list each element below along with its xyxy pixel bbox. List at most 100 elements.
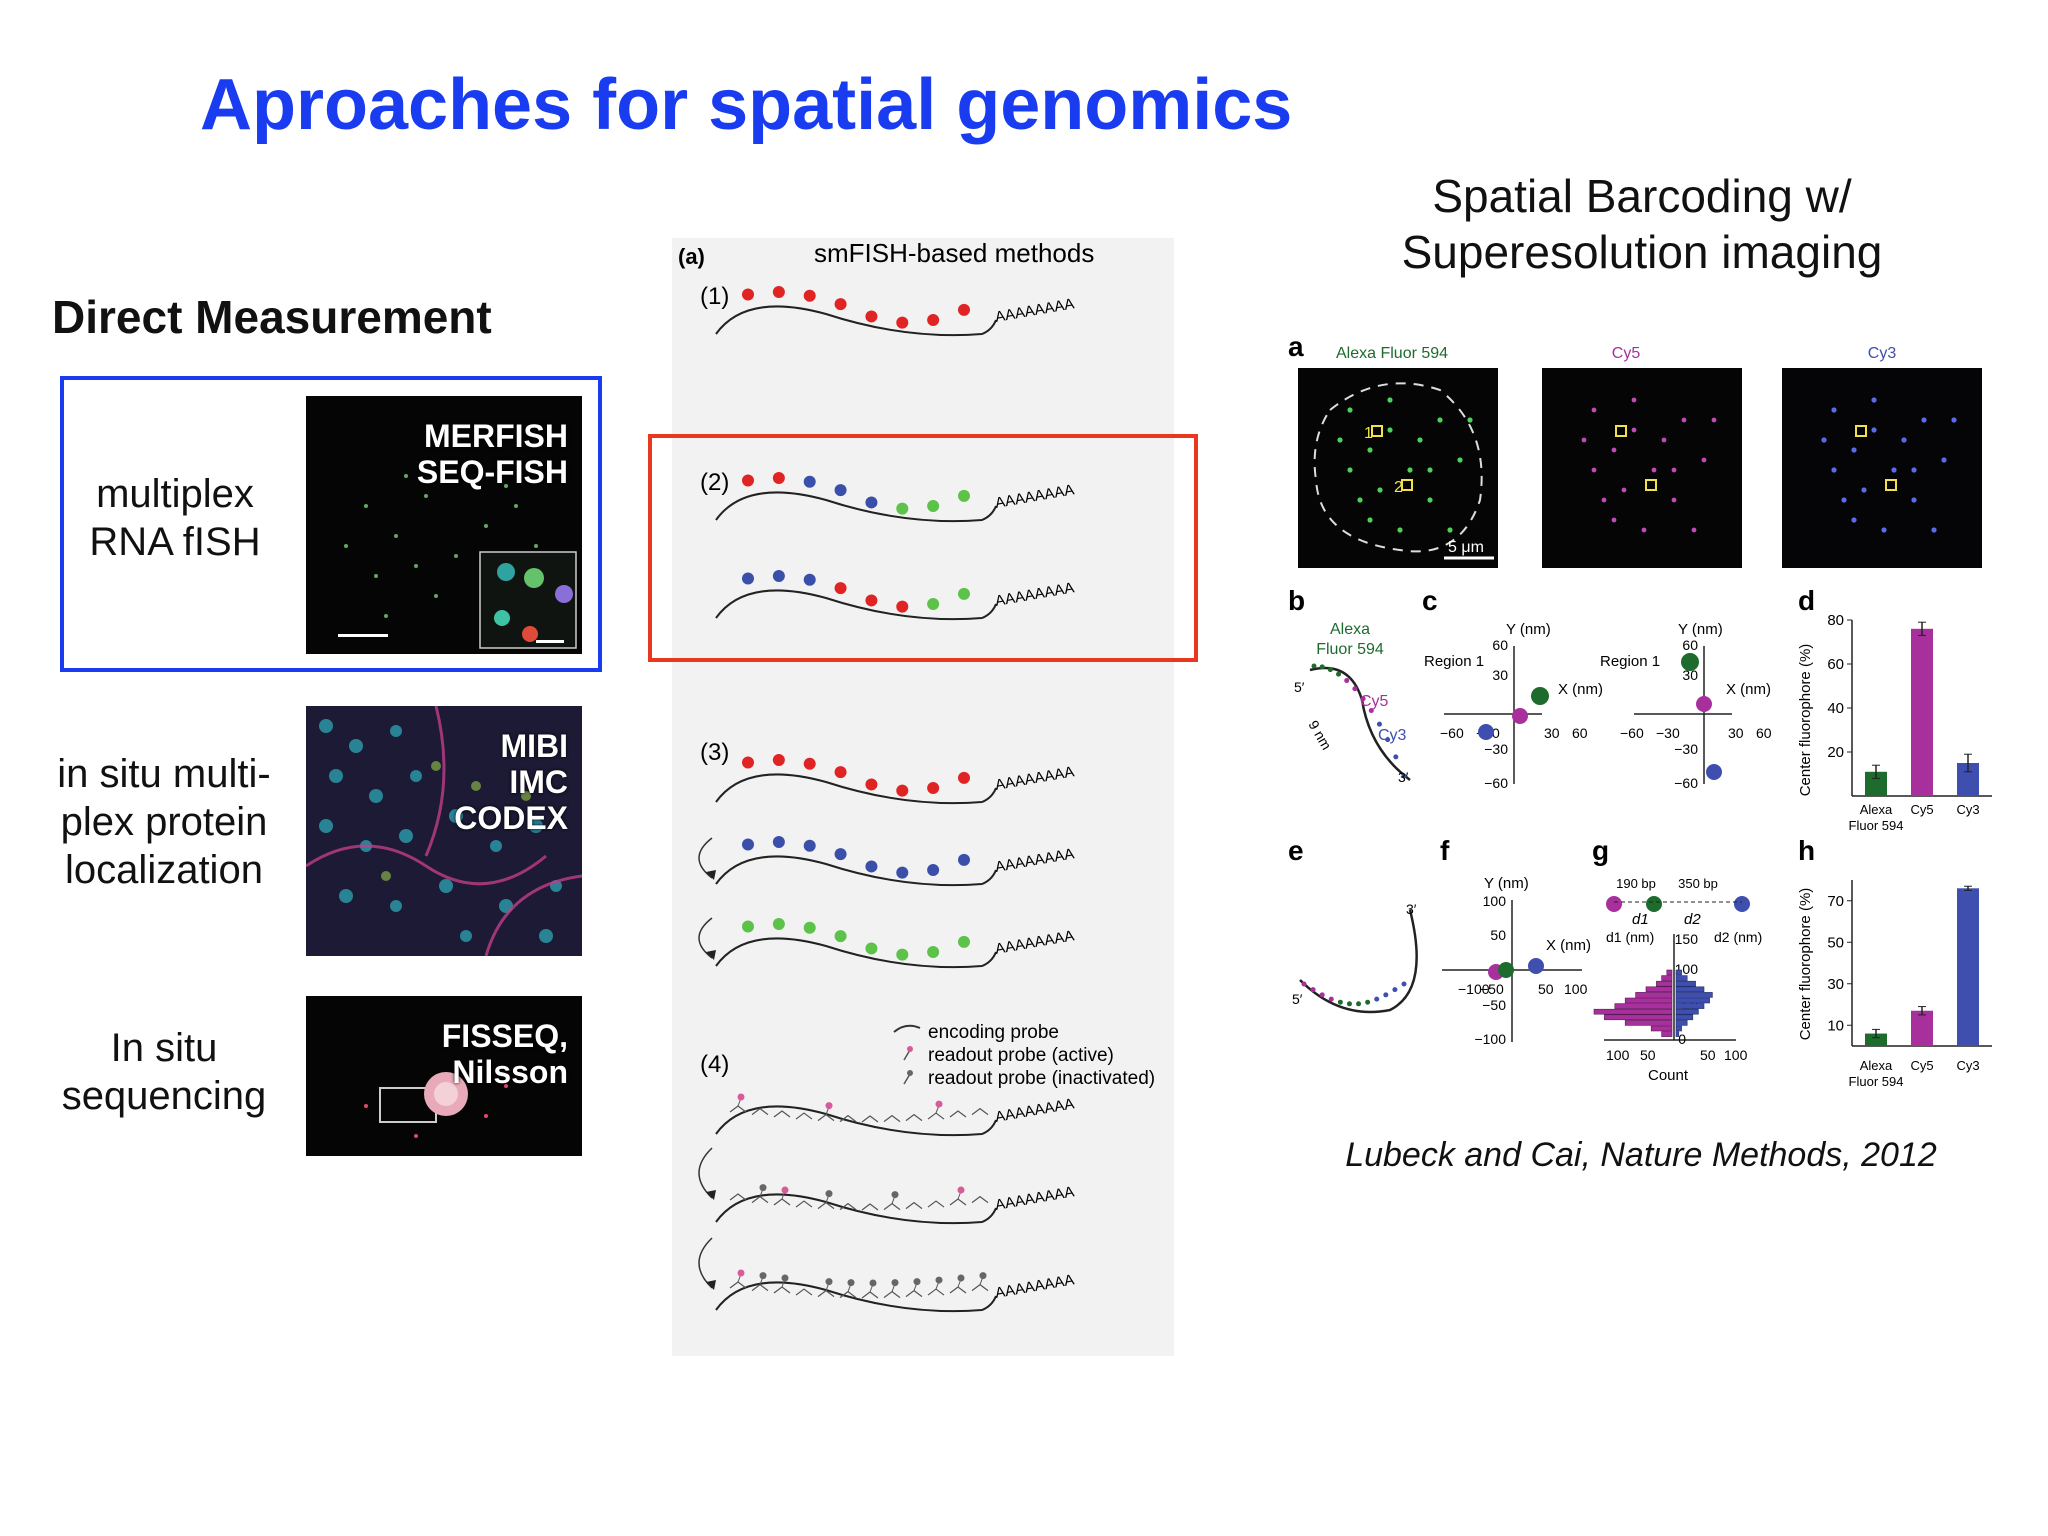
- fish-probe-dot: [742, 572, 754, 585]
- citation: Lubeck and Cai, Nature Methods, 2012: [1345, 1136, 1937, 1174]
- bar-ytick: 50: [1827, 934, 1844, 951]
- fish-probe-dot: [742, 920, 754, 933]
- cy3-spot: [1841, 497, 1847, 503]
- cy5-spot: [1681, 417, 1687, 423]
- fish-probe-dot: [927, 864, 940, 877]
- svg-text:Region 1: Region 1: [1424, 653, 1484, 670]
- fish-probe-dot: [958, 489, 970, 502]
- channel-label-alexa: Alexa Fluor 594: [1336, 345, 1448, 362]
- b-cy5-label: Cy5: [1360, 693, 1389, 710]
- fisseq-image: FISSEQ, Nilsson: [306, 996, 582, 1156]
- polya-tail: AAAAAAAA: [994, 845, 1076, 876]
- svg-text:Y (nm): Y (nm): [1484, 875, 1529, 892]
- lubeck-figure: a Alexa Fluor 594 Cy5 Cy3 1 2 5 μm b c d…: [1288, 331, 1992, 1089]
- svg-text:30: 30: [1682, 667, 1698, 683]
- panel-letter-c: c: [1422, 585, 1438, 616]
- alexa-spot: [1407, 467, 1413, 473]
- channel-label-cy5: Cy5: [1612, 345, 1641, 362]
- legend-readout-active: readout probe (active): [928, 1045, 1114, 1066]
- image-alexa: [1298, 368, 1498, 568]
- fish-probe-dot: [803, 839, 816, 852]
- fish-probe-dot: [834, 582, 847, 595]
- fish-probe-dot: [865, 496, 878, 509]
- polya-tail: AAAAAAAA: [994, 295, 1076, 326]
- cy3-spot: [1821, 437, 1827, 443]
- cy3-spot: [1931, 527, 1937, 533]
- d-xlabel-cy5: Cy5: [1910, 802, 1933, 817]
- bar-ytick: 10: [1827, 1017, 1844, 1034]
- svg-text:50: 50: [1640, 1047, 1656, 1063]
- alexa-spot: [1417, 437, 1423, 443]
- fish-probe-dot: [958, 935, 970, 948]
- cy5-spot: [1611, 447, 1617, 453]
- svg-text:30: 30: [1544, 725, 1560, 741]
- d-xlabel-alexa-2: Fluor 594: [1849, 818, 1904, 833]
- region-marker-2: 2: [1394, 479, 1403, 496]
- svg-text:100: 100: [1606, 1047, 1630, 1063]
- fish-probe-dot: [834, 484, 847, 497]
- svg-text:−30: −30: [1674, 741, 1698, 757]
- panel-letter-g: g: [1592, 835, 1609, 866]
- fish-probe-dot: [865, 594, 878, 607]
- alexa-spot: [1427, 497, 1433, 503]
- fish-probe-dot: [834, 930, 847, 943]
- h-xlabel-cy3: Cy3: [1956, 1058, 1979, 1073]
- svg-text:−60: −60: [1484, 775, 1508, 791]
- svg-text:50: 50: [1700, 1047, 1716, 1063]
- fish-probe-dot: [742, 474, 754, 487]
- b-alexa-line2: Fluor 594: [1316, 641, 1384, 658]
- cy3-spot: [1891, 467, 1897, 473]
- fish-probe-dot: [772, 472, 785, 485]
- smfish-panel-title: smFISH-based methods: [814, 238, 1094, 268]
- fish-probe-dot: [896, 784, 909, 797]
- highlight-box-step-2: [648, 434, 1198, 662]
- fish-probe-dot: [927, 782, 940, 795]
- fish-probe-dot: [803, 475, 816, 488]
- cy3-spot: [1831, 467, 1837, 473]
- fish-probe-dot: [958, 587, 970, 600]
- cy5-spot: [1651, 467, 1657, 473]
- b-alexa-line1: Alexa: [1330, 621, 1370, 638]
- cy5-spot: [1671, 497, 1677, 503]
- svg-text:50: 50: [1538, 981, 1554, 997]
- scalebar-label: 5 μm: [1448, 539, 1484, 556]
- bar-ytick: 20: [1827, 744, 1844, 761]
- fish-probe-dot: [927, 598, 940, 611]
- b-5prime: 5′: [1294, 679, 1305, 695]
- channel-label-cy3: Cy3: [1868, 345, 1897, 362]
- bar-1: [1911, 1010, 1933, 1046]
- fish-probe-dot: [927, 500, 940, 513]
- cy3-spot: [1901, 437, 1907, 443]
- mibi-imc-codex-image: MIBI IMC CODEX: [306, 706, 582, 956]
- svg-text:100: 100: [1564, 981, 1588, 997]
- fish-probe-dot: [896, 600, 909, 613]
- svg-text:−50: −50: [1480, 981, 1504, 997]
- svg-text:Y (nm): Y (nm): [1678, 621, 1723, 638]
- label-multiplex-rna-fish: multiplex RNA fISH: [89, 472, 261, 564]
- cy3-spot: [1871, 397, 1877, 403]
- bar-ytick: 30: [1827, 976, 1844, 993]
- bar-ytick: 60: [1827, 656, 1844, 673]
- panel-letter-f: f: [1440, 835, 1450, 866]
- bar-1: [1911, 628, 1933, 796]
- alexa-spot: [1387, 397, 1393, 403]
- svg-text:d2: d2: [1684, 911, 1701, 928]
- svg-text:60: 60: [1492, 637, 1508, 653]
- polya-tail: AAAAAAAA: [994, 1095, 1076, 1126]
- region-marker-1: 1: [1364, 425, 1373, 442]
- step-3-label: (3): [700, 739, 729, 766]
- svg-text:−100: −100: [1474, 1031, 1506, 1047]
- direct-measurement-heading: Direct Measurement: [52, 291, 492, 343]
- bar-ytick: 70: [1827, 893, 1844, 910]
- cy5-spot: [1661, 437, 1667, 443]
- panel-letter-d: d: [1798, 585, 1815, 616]
- label-protein-localization: in situ multi- plex protein localization: [57, 752, 271, 892]
- polya-tail: AAAAAAAA: [994, 927, 1076, 958]
- svg-text:0: 0: [1678, 1031, 1686, 1047]
- alexa-spot: [1397, 527, 1403, 533]
- alexa-spot: [1347, 467, 1353, 473]
- alexa-spot: [1467, 417, 1473, 423]
- cy5-spot: [1691, 527, 1697, 533]
- smfish-figure-panel: (a) smFISH-based methods (1) (2) (3) (4)…: [672, 238, 1174, 1356]
- cy3-spot: [1851, 517, 1857, 523]
